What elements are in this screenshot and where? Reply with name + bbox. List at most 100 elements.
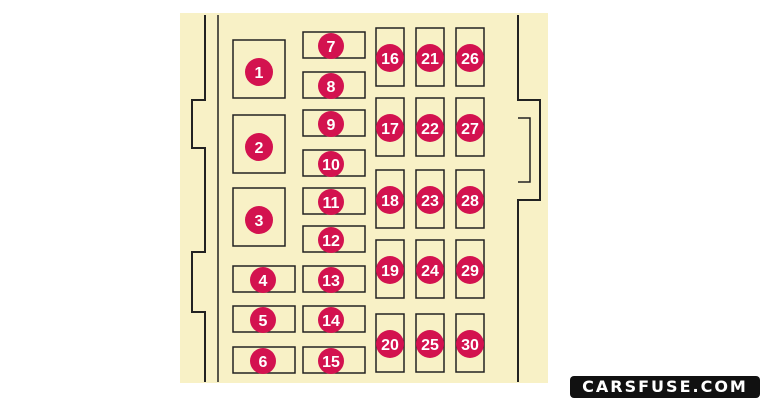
fuse-number-badge xyxy=(250,307,276,333)
fuse-number-label: 23 xyxy=(421,193,439,210)
fuse-slot xyxy=(375,313,405,373)
fuse-6: 6 xyxy=(232,346,296,374)
fuse-number-label: 17 xyxy=(381,121,399,138)
fuse-27: 27 xyxy=(455,97,485,157)
fuse-3: 3 xyxy=(232,187,286,247)
fuse-number-label: 26 xyxy=(461,51,479,68)
fuse-number-label: 8 xyxy=(327,79,336,96)
fuse-number-badge xyxy=(456,256,484,284)
fuse-number-label: 24 xyxy=(421,263,439,280)
fuse-number-badge xyxy=(318,307,344,333)
fuse-slot xyxy=(375,97,405,157)
fuse-number-label: 27 xyxy=(461,121,479,138)
fuse-number-badge xyxy=(456,114,484,142)
fuse-14: 14 xyxy=(302,305,366,333)
fuse-box-right-latch xyxy=(518,117,531,183)
fuse-number-label: 7 xyxy=(327,39,336,56)
fuse-number-label: 15 xyxy=(322,354,340,371)
fuse-number-badge xyxy=(416,330,444,358)
fuse-number-label: 4 xyxy=(259,273,268,290)
fuse-number-badge xyxy=(318,33,344,59)
fuse-slot xyxy=(455,169,485,229)
fuse-1: 1 xyxy=(232,39,286,99)
fuse-number-badge xyxy=(376,44,404,72)
fuse-number-label: 11 xyxy=(323,195,340,212)
fuse-21: 21 xyxy=(415,27,445,87)
fuse-22: 22 xyxy=(415,97,445,157)
fuse-number-badge xyxy=(318,73,344,99)
fuse-26: 26 xyxy=(455,27,485,87)
fuse-number-label: 1 xyxy=(255,65,264,82)
fuse-10: 10 xyxy=(302,149,366,177)
fuse-number-badge xyxy=(376,186,404,214)
fuse-slot xyxy=(232,114,286,174)
fuse-slot xyxy=(455,313,485,373)
fuse-number-badge xyxy=(318,227,344,253)
fuse-box-left-housing-outline xyxy=(191,15,206,382)
fuse-number-badge xyxy=(318,189,344,215)
fuse-30: 30 xyxy=(455,313,485,373)
fuse-12: 12 xyxy=(302,225,366,253)
fuse-23: 23 xyxy=(415,169,445,229)
fuse-number-label: 3 xyxy=(255,213,264,230)
fuse-7: 7 xyxy=(302,31,366,59)
fuse-20: 20 xyxy=(375,313,405,373)
fuse-24: 24 xyxy=(415,239,445,299)
fuse-number-badge xyxy=(376,114,404,142)
fuse-number-badge xyxy=(376,256,404,284)
fuse-number-badge xyxy=(416,114,444,142)
fuse-slot xyxy=(455,97,485,157)
fuse-number-label: 30 xyxy=(461,337,479,354)
fuse-number-badge xyxy=(245,206,273,234)
fuse-slot xyxy=(232,187,286,247)
fuse-slot xyxy=(232,39,286,99)
fuse-slot xyxy=(375,27,405,87)
fuse-number-label: 12 xyxy=(322,233,340,250)
fuse-number-label: 29 xyxy=(461,263,479,280)
fuse-number-label: 14 xyxy=(322,313,340,330)
fuse-number-badge xyxy=(318,151,344,177)
carsfuse-watermark: CARSFUSE.COM xyxy=(570,376,760,398)
fuse-box-panel xyxy=(180,13,548,383)
fuse-number-label: 25 xyxy=(421,337,439,354)
fuse-18: 18 xyxy=(375,169,405,229)
fuse-number-badge xyxy=(456,44,484,72)
fuse-number-badge xyxy=(245,133,273,161)
fuse-number-label: 10 xyxy=(322,157,340,174)
fuse-number-badge xyxy=(245,58,273,86)
fuse-4: 4 xyxy=(232,265,296,293)
fuse-29: 29 xyxy=(455,239,485,299)
fuse-number-label: 28 xyxy=(461,193,479,210)
fuse-2: 2 xyxy=(232,114,286,174)
fuse-number-badge xyxy=(318,111,344,137)
fuse-28: 28 xyxy=(455,169,485,229)
fuse-17: 17 xyxy=(375,97,405,157)
fuse-number-badge xyxy=(250,348,276,374)
fuse-box-right-housing-outline xyxy=(517,15,541,382)
fuse-number-label: 16 xyxy=(381,51,399,68)
fuse-number-label: 22 xyxy=(421,121,439,138)
fuse-9: 9 xyxy=(302,109,366,137)
fuse-slot xyxy=(415,97,445,157)
fuse-slot xyxy=(375,169,405,229)
fuse-number-badge xyxy=(250,267,276,293)
fuse-number-label: 6 xyxy=(259,354,268,371)
fuse-number-badge xyxy=(318,348,344,374)
fuse-slot xyxy=(455,239,485,299)
fuse-slot xyxy=(415,239,445,299)
fuse-number-badge xyxy=(416,256,444,284)
fuse-15: 15 xyxy=(302,346,366,374)
fuse-number-label: 18 xyxy=(381,193,399,210)
fuse-slot xyxy=(415,169,445,229)
fuse-11: 11 xyxy=(302,187,366,215)
fuse-number-badge xyxy=(456,186,484,214)
fuse-number-badge xyxy=(416,186,444,214)
fuse-16: 16 xyxy=(375,27,405,87)
fuse-25: 25 xyxy=(415,313,445,373)
fuse-number-label: 13 xyxy=(322,273,340,290)
fuse-number-label: 9 xyxy=(327,117,336,134)
fuse-13: 13 xyxy=(302,265,366,293)
fuse-slot xyxy=(415,27,445,87)
fuse-number-label: 21 xyxy=(421,51,439,68)
